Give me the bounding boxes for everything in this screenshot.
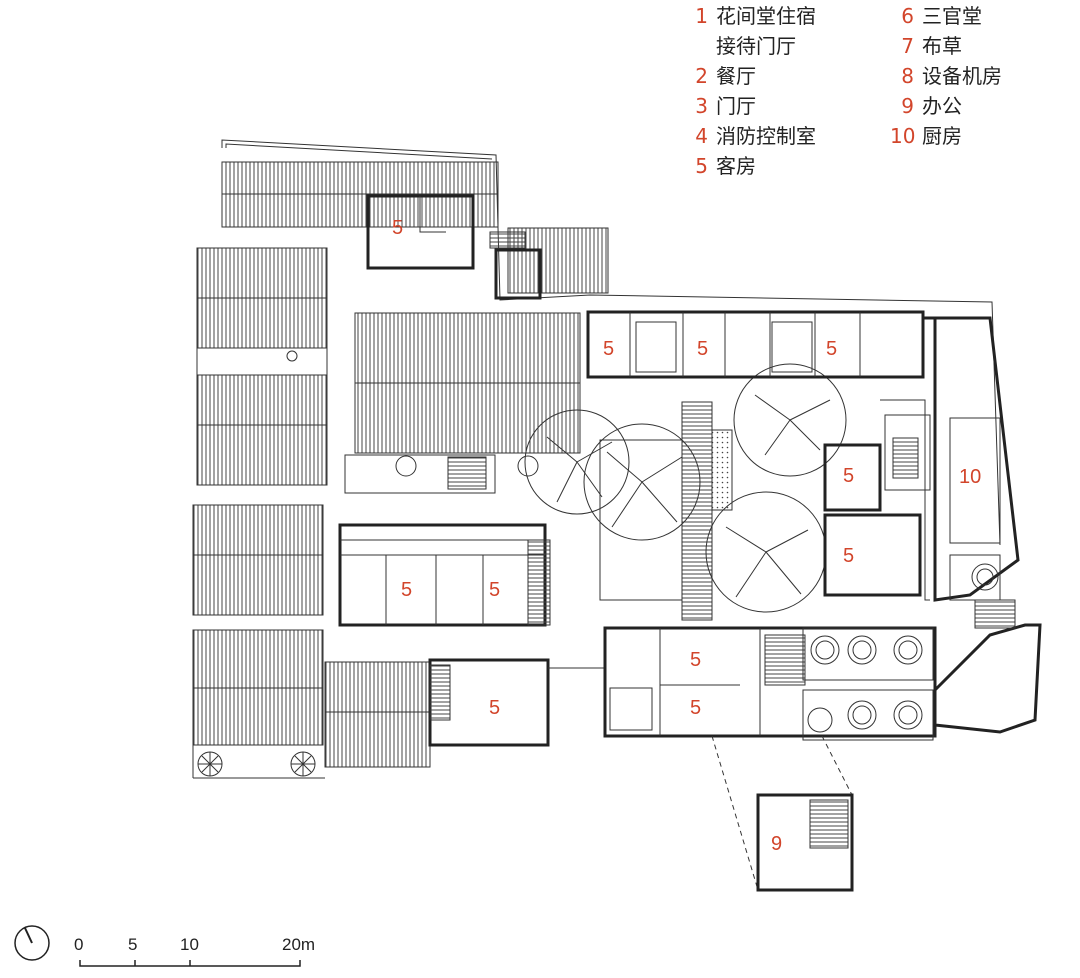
legend-text: 门厅: [716, 94, 756, 118]
legend-text: 餐厅: [716, 64, 756, 88]
scale-bar: 0 5 10 20m: [74, 935, 315, 967]
legend-number: 10: [890, 124, 916, 148]
legend-number: 7: [901, 34, 914, 58]
room-label: 5: [603, 338, 614, 360]
legend-item: 5 客房: [690, 154, 756, 178]
legend-text: 布草: [922, 34, 962, 58]
scale-tick-label: 0: [74, 935, 83, 954]
north-arrow-icon: [14, 925, 50, 961]
middle-east-rooms: [823, 399, 931, 601]
central-hall-roof: [344, 312, 581, 494]
scale-tick-label: 20m: [282, 935, 315, 954]
legend-item: 9 办公: [890, 94, 962, 118]
legend-item: 3 门厅: [690, 94, 756, 118]
legend-number: 1: [695, 4, 708, 28]
legend-item: 7 布草: [890, 34, 962, 58]
room-label: 5: [843, 545, 854, 567]
legend-number: 3: [695, 94, 708, 118]
legend-number: 8: [901, 64, 914, 88]
room-labels: 5 5 5 5 5 5 5 5 5 5 5 9 10: [392, 217, 981, 855]
legend-number: 2: [695, 64, 708, 88]
office-block: [711, 735, 854, 892]
room-label: 5: [489, 697, 500, 719]
legend-text: 消防控制室: [716, 124, 816, 148]
legend-item: 1 花间堂住宿: [690, 4, 816, 28]
east-service-block: [923, 316, 1042, 734]
legend-number: 5: [695, 154, 708, 178]
scale-tick-label: 10: [180, 935, 199, 954]
room-label: 5: [697, 338, 708, 360]
west-roof-blocks: [192, 161, 609, 779]
scale-tick-label: 5: [128, 935, 137, 954]
room-label: 5: [392, 217, 403, 239]
shrubs: [197, 751, 316, 777]
room-label: 9: [771, 833, 782, 855]
legend-item: 接待门厅: [690, 34, 796, 58]
legend-text: 三官堂: [922, 4, 982, 28]
room-label: 5: [826, 338, 837, 360]
room-label: 5: [843, 465, 854, 487]
legend-item: 6 三官堂: [890, 4, 982, 28]
legend-text: 办公: [922, 94, 962, 118]
courtyard: [524, 363, 847, 621]
room-label: 5: [690, 697, 701, 719]
room-label: 5: [690, 649, 701, 671]
legend-number: 4: [695, 124, 708, 148]
legend-item: 4 消防控制室: [690, 124, 816, 148]
legend-item: 2 餐厅: [690, 64, 756, 88]
west-guest-block: [338, 523, 551, 627]
southwest-guest-block: [428, 658, 605, 747]
north-guest-building: [366, 194, 542, 300]
room-label: 5: [489, 579, 500, 601]
legend-text: 花间堂住宿: [716, 4, 816, 28]
south-restaurant-block: [603, 626, 937, 741]
legend-text: 客房: [716, 154, 756, 178]
room-label: 10: [959, 466, 981, 488]
northeast-guest-block: [586, 310, 925, 379]
site-boundary: [221, 139, 1001, 546]
legend-text: 接待门厅: [716, 34, 796, 58]
legend-text: 设备机房: [922, 64, 1002, 88]
legend-number: 9: [901, 94, 914, 118]
legend-number: 6: [901, 4, 914, 28]
legend-item: 8 设备机房: [890, 64, 1002, 88]
room-label: 5: [401, 579, 412, 601]
legend-text: 厨房: [922, 124, 962, 148]
